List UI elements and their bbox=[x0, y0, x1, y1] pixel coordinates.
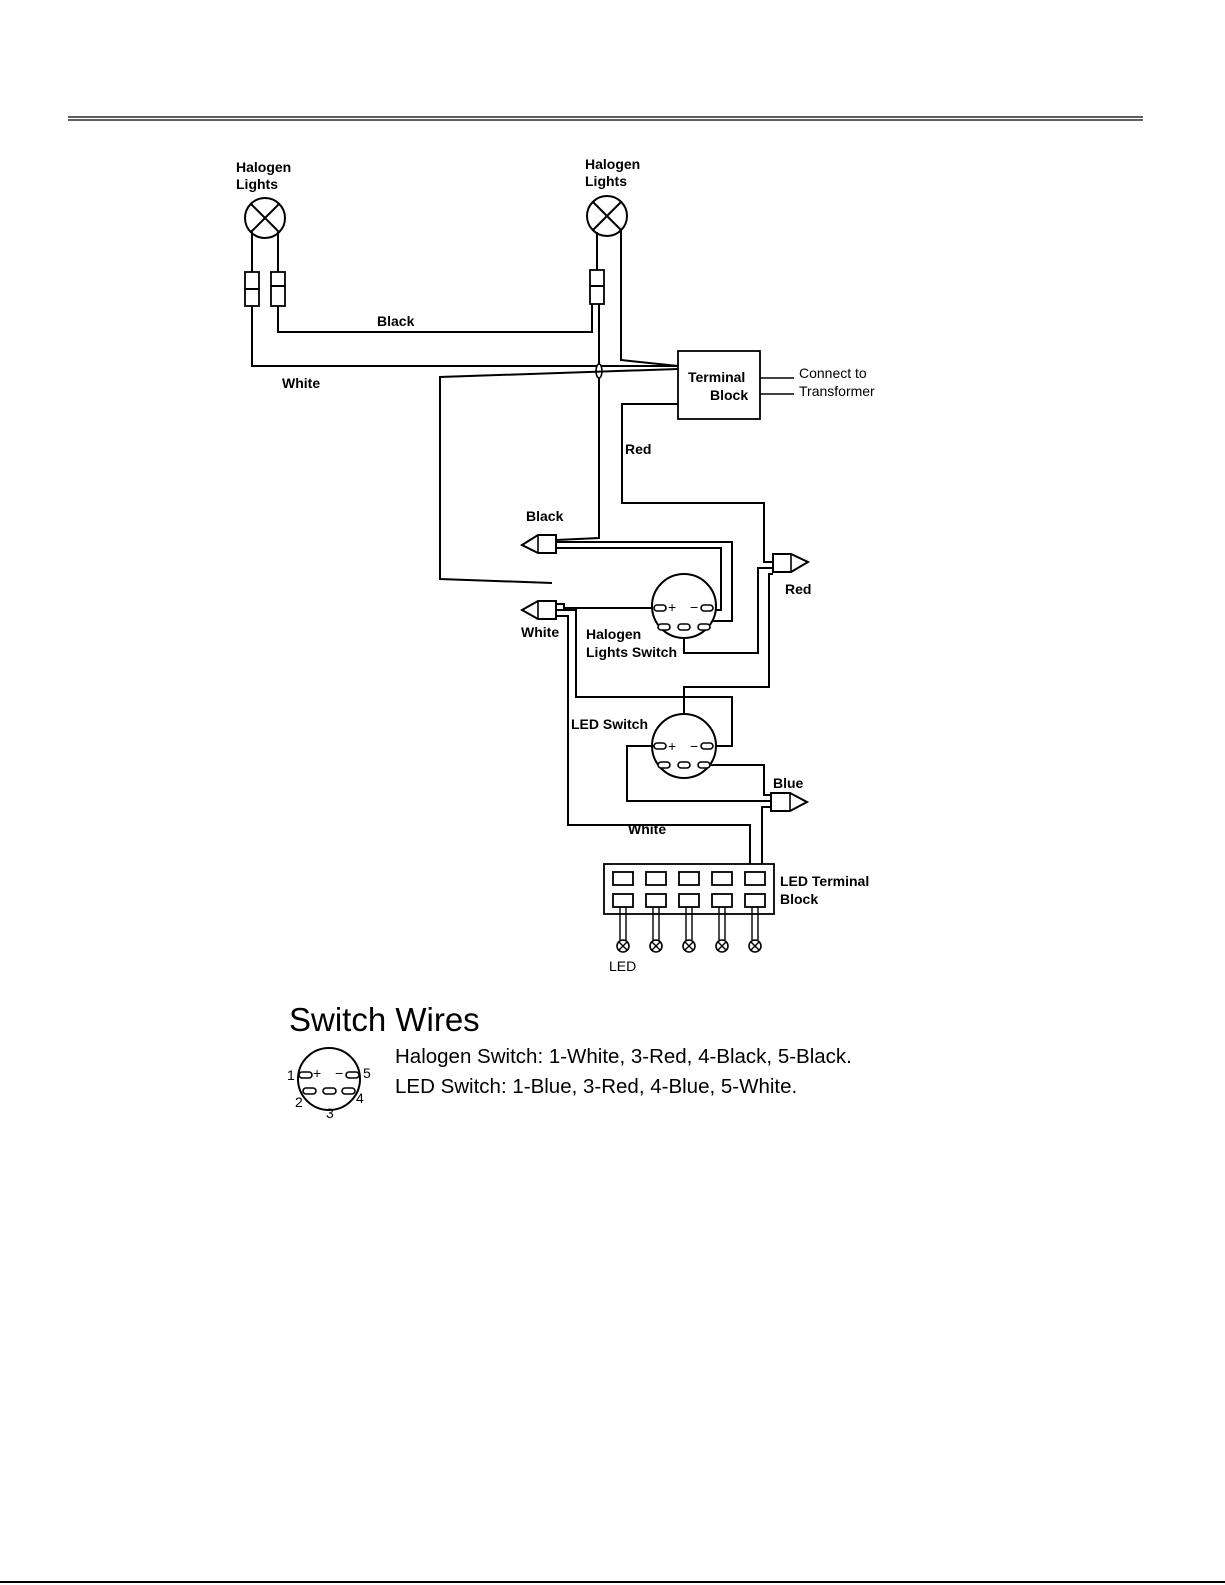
led-terminal-block bbox=[604, 864, 774, 914]
led-switch-minus: − bbox=[690, 738, 698, 754]
red-wire-nut bbox=[773, 554, 808, 572]
legend-title: Switch Wires bbox=[289, 1001, 480, 1038]
wire-white-bottom-label: White bbox=[628, 821, 666, 837]
legend-pin-3: 3 bbox=[326, 1105, 334, 1121]
led-terminal-label-1: LED Terminal bbox=[780, 873, 869, 889]
black-wire-nut bbox=[522, 535, 556, 553]
halogen-right-label-1: Halogen bbox=[585, 156, 640, 172]
terminal-block-label-1: Terminal bbox=[688, 369, 745, 385]
white-connector-label: White bbox=[521, 624, 559, 640]
plug-left-2 bbox=[271, 272, 285, 306]
white-wire-nut bbox=[522, 601, 556, 619]
led-terminal-label-2: Block bbox=[780, 891, 818, 907]
legend-led-line: LED Switch: 1-Blue, 3-Red, 4-Blue, 5-Whi… bbox=[395, 1075, 797, 1098]
plug-left-1 bbox=[245, 272, 259, 306]
connect-label-1: Connect to bbox=[799, 365, 867, 381]
black-connector-label: Black bbox=[526, 508, 564, 524]
halogen-right-label-2: Lights bbox=[585, 173, 627, 189]
blue-wire-nut bbox=[771, 793, 807, 811]
wire-black-label: Black bbox=[377, 313, 415, 329]
legend-pin-5: 5 bbox=[363, 1065, 371, 1081]
wire-red-label: Red bbox=[625, 441, 651, 457]
halogen-switch-label-2: Lights Switch bbox=[586, 644, 677, 660]
legend-switch-icon bbox=[298, 1048, 360, 1110]
halogen-left-label-1: Halogen bbox=[236, 159, 291, 175]
terminal-block bbox=[678, 351, 760, 419]
led-switch-label: LED Switch bbox=[571, 716, 648, 732]
halogen-lights-switch bbox=[652, 574, 716, 638]
led-switch-plus: + bbox=[668, 738, 676, 754]
blue-connector-label: Blue bbox=[773, 775, 804, 791]
legend-halogen-line: Halogen Switch: 1-White, 3-Red, 4-Black,… bbox=[395, 1045, 852, 1068]
legend-minus: − bbox=[335, 1065, 343, 1081]
halogen-switch-minus: − bbox=[690, 599, 698, 615]
legend-pin-4: 4 bbox=[356, 1090, 364, 1106]
terminal-block-label-2: Block bbox=[710, 387, 748, 403]
halogen-switch-plus: + bbox=[668, 599, 676, 615]
halogen-left-label-2: Lights bbox=[236, 176, 278, 192]
halogen-switch-label-1: Halogen bbox=[586, 626, 641, 642]
led-switch bbox=[652, 714, 716, 778]
plug-right bbox=[590, 270, 604, 304]
red-connector-label: Red bbox=[785, 581, 811, 597]
connect-label-2: Transformer bbox=[799, 383, 875, 399]
legend-pin-1: 1 bbox=[287, 1067, 295, 1083]
legend-plus: + bbox=[313, 1065, 321, 1081]
led-label: LED bbox=[609, 958, 636, 974]
wire-white-label: White bbox=[282, 375, 320, 391]
header-rule bbox=[68, 117, 1143, 120]
legend-pin-2: 2 bbox=[295, 1094, 303, 1110]
